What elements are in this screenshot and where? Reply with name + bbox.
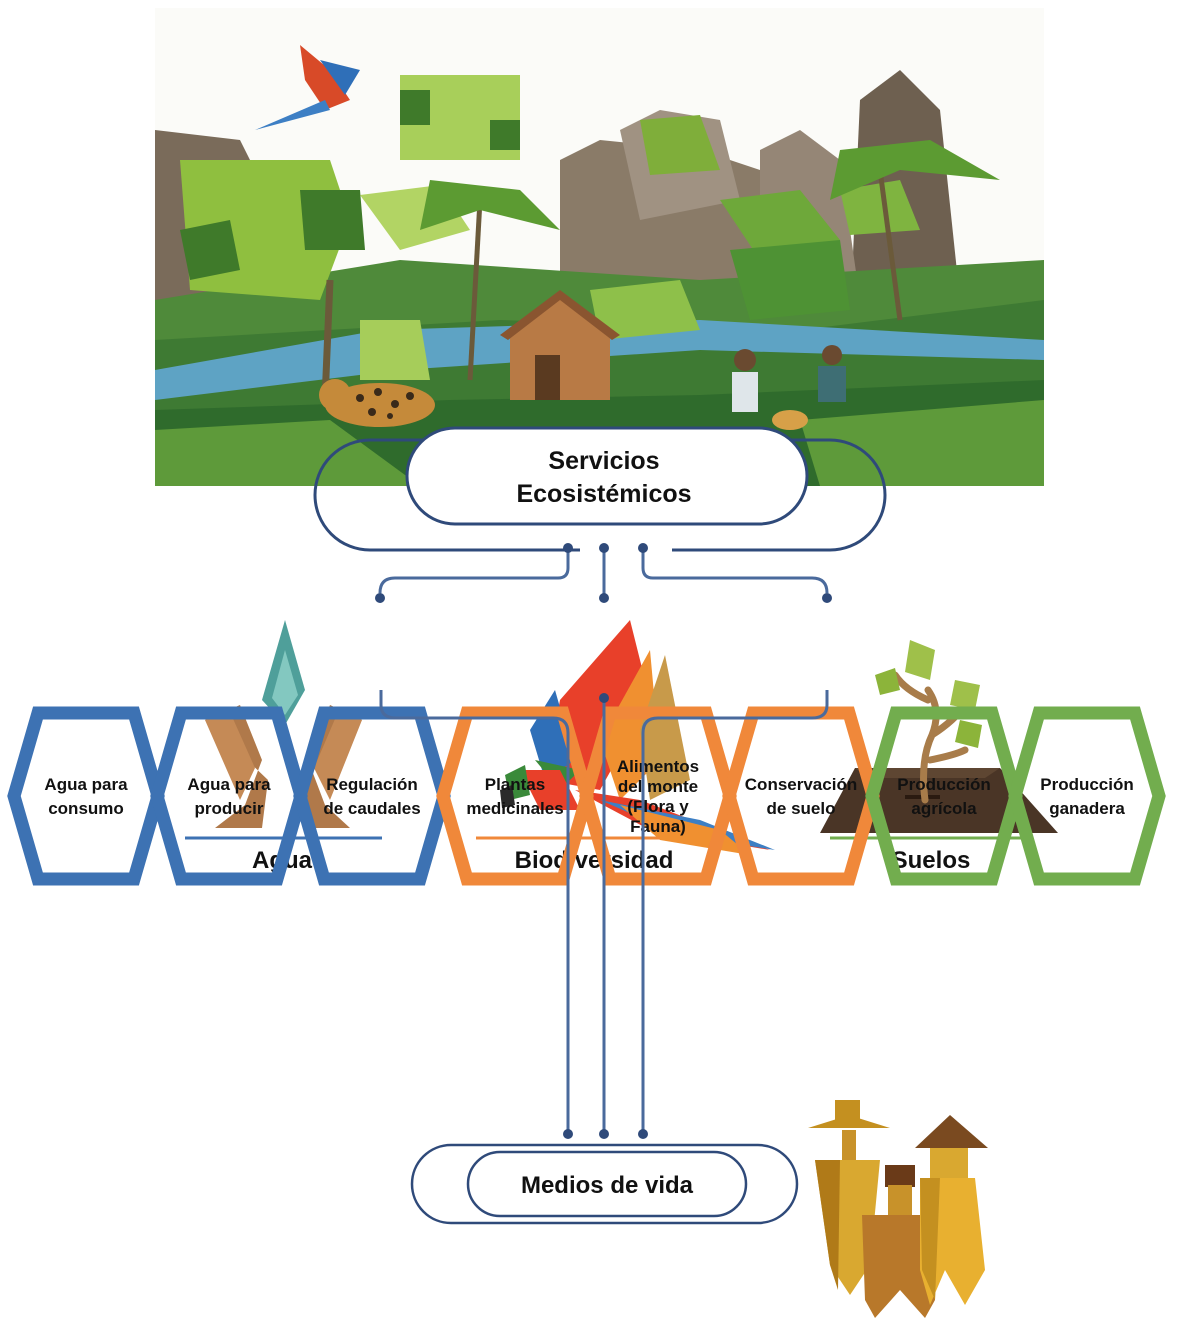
service-label-line: del monte xyxy=(618,777,698,796)
service-hexagon-chain: Agua para consumo Agua para producir Regulac… xyxy=(7,706,1166,886)
service-hexagon-outline xyxy=(865,706,1023,886)
service-label-line: medicinales xyxy=(466,799,563,818)
service-label-line: Conservación xyxy=(745,775,857,794)
connector-from-agua xyxy=(379,690,570,1130)
service-label-line: ganadera xyxy=(1049,799,1125,818)
connector-from-suelos xyxy=(641,690,829,1130)
service-label-line: producir xyxy=(195,799,264,818)
family-figures-icon xyxy=(808,1100,988,1318)
water-drop-hands-icon xyxy=(205,620,362,828)
top-connectors xyxy=(378,548,829,595)
connector-to-agua xyxy=(378,548,570,594)
top-node-title-line1: Servicios xyxy=(548,447,659,475)
service-hexagon-4: Plantas medicinales xyxy=(436,706,594,886)
service-hexagon-8: Producción ganadera xyxy=(1008,706,1166,886)
service-label-line: de suelo xyxy=(767,799,836,818)
service-hexagon-7: Producción agrícola xyxy=(865,706,1023,886)
service-label-line: Producción xyxy=(897,775,991,794)
service-hexagon-3: Regulación de caudales xyxy=(293,706,451,886)
service-hexagon-outline xyxy=(579,706,737,886)
top-node-left-bracket xyxy=(313,438,580,552)
category-biodiversidad: Biodiversidad xyxy=(476,836,674,874)
service-label-line: Plantas xyxy=(485,775,545,794)
bottom-connector-dots xyxy=(563,693,648,1139)
top-node-title-line2: Ecosistémicos xyxy=(516,480,691,508)
service-hexagon-2: Agua para producir xyxy=(150,706,308,886)
category-label-biodiversidad: Biodiversidad xyxy=(515,847,674,874)
bottom-node-label: Medios de vida xyxy=(521,1172,694,1199)
bottom-node-inner-pill xyxy=(466,1150,748,1218)
service-label-line: Regulación xyxy=(326,775,418,794)
connector-to-suelos xyxy=(641,548,829,594)
rainforest-landscape-illustration xyxy=(155,8,1044,486)
service-label-line: Fauna) xyxy=(630,817,686,836)
service-label-line: agrícola xyxy=(911,799,977,818)
service-hexagon-outline xyxy=(150,706,308,886)
service-hexagon-1: Agua para consumo xyxy=(7,706,165,886)
service-hexagon-outline xyxy=(1008,706,1166,886)
bottom-node: Medios de vida xyxy=(410,1143,799,1225)
service-label-line: de caudales xyxy=(323,799,420,818)
top-node-right-bracket xyxy=(672,438,887,552)
top-connector-dots xyxy=(375,543,832,603)
bottom-connectors xyxy=(379,690,829,1130)
service-label-line: (Flora y xyxy=(627,797,689,816)
service-hexagon-outline xyxy=(293,706,451,886)
service-hexagon-outline xyxy=(722,706,880,886)
service-hexagon-outline xyxy=(436,706,594,886)
service-label-line: Agua para xyxy=(187,775,271,794)
service-label-line: consumo xyxy=(48,799,124,818)
service-label-line: Producción xyxy=(1040,775,1134,794)
service-hexagon-outline xyxy=(7,706,165,886)
service-hexagon-6: Conservación de suelo xyxy=(722,706,880,886)
top-node: Servicios Ecosistémicos xyxy=(313,426,887,552)
service-label-line: Alimentos xyxy=(617,757,699,776)
service-label-line: Agua para xyxy=(44,775,128,794)
top-node-pill xyxy=(405,426,809,526)
category-label-suelos: Suelos xyxy=(892,847,971,874)
